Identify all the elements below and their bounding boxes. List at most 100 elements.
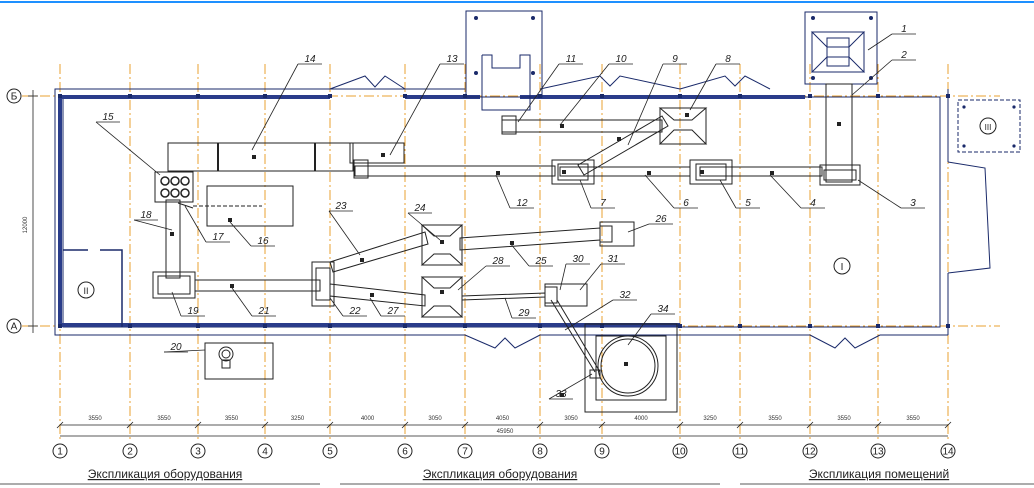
column-marker xyxy=(940,443,956,459)
leader-line xyxy=(504,297,513,319)
equipment-label: 3 xyxy=(910,198,916,209)
column-marker xyxy=(457,443,473,459)
column-number: 8 xyxy=(537,447,543,458)
leader-line xyxy=(517,63,560,123)
room-label-right: III xyxy=(985,123,992,132)
equipment-label: 22 xyxy=(348,306,361,317)
leader-line xyxy=(229,221,252,247)
column-number: 12 xyxy=(804,447,816,458)
room-label-main: I xyxy=(841,262,844,273)
equipment-label: 12 xyxy=(516,198,528,209)
dim-tick xyxy=(261,421,269,429)
column-post xyxy=(263,324,267,328)
equipment xyxy=(152,83,861,413)
column-number: 6 xyxy=(402,447,408,458)
equipment-label: 2 xyxy=(900,50,907,61)
dim-tick xyxy=(806,421,814,429)
dim-tick xyxy=(944,421,952,429)
leader-line xyxy=(251,63,299,151)
column-marker xyxy=(322,443,338,459)
column-post xyxy=(128,94,132,98)
right-annex xyxy=(947,99,1021,274)
span-label: 3550 xyxy=(225,416,239,422)
leader-line xyxy=(329,297,344,317)
column-post xyxy=(738,324,742,328)
dim-tick xyxy=(326,421,334,429)
span-label: 3550 xyxy=(88,416,102,422)
roof-zigzags xyxy=(329,75,881,349)
equipment-label: 18 xyxy=(140,210,152,221)
column-marker xyxy=(52,443,68,459)
equipment-label: 21 xyxy=(257,306,269,317)
column-post xyxy=(58,324,62,328)
leader-line xyxy=(407,212,441,241)
equipment-label: 7 xyxy=(600,198,606,209)
column-post xyxy=(463,94,467,98)
room-marker-main xyxy=(833,257,851,275)
leader-line xyxy=(495,174,511,209)
column-marker xyxy=(190,443,206,459)
protrusion-bolts xyxy=(474,16,1016,148)
column-marker xyxy=(257,443,273,459)
equipment-label: 31 xyxy=(607,254,618,265)
leader-line xyxy=(689,63,717,111)
equipment-label: 4 xyxy=(810,198,816,209)
column-post xyxy=(328,94,332,98)
footer-left: Экспликация оборудования xyxy=(88,467,243,481)
span-label: 3550 xyxy=(157,416,171,422)
leader-line xyxy=(559,263,567,291)
column-marker xyxy=(672,443,688,459)
column-number: 5 xyxy=(327,447,333,458)
column-post xyxy=(58,94,62,98)
column-number: 3 xyxy=(195,447,201,458)
leader-line xyxy=(457,265,487,291)
span-label: 3050 xyxy=(564,416,578,422)
column-post xyxy=(946,94,950,98)
column-post xyxy=(196,324,200,328)
span-label: 3550 xyxy=(906,416,920,422)
leader-line xyxy=(769,174,802,209)
leader-line xyxy=(171,291,182,317)
leader-line xyxy=(564,299,614,331)
equipment-label: 10 xyxy=(615,54,627,65)
column-number: 2 xyxy=(127,447,133,458)
equipment-label: 27 xyxy=(386,306,399,317)
footer-right: Экспликация помещений xyxy=(809,467,949,481)
column-post xyxy=(600,324,604,328)
height-dim-label: 12000 xyxy=(23,216,29,233)
column-marker xyxy=(532,443,548,459)
leader-line xyxy=(548,373,593,400)
column-post xyxy=(876,94,880,98)
left-partition xyxy=(63,249,123,327)
equipment-label: 20 xyxy=(169,342,182,353)
column-number: 7 xyxy=(462,447,468,458)
dimension-chain: 45950 xyxy=(60,424,948,437)
unit-15-rollers xyxy=(160,176,190,198)
column-marker xyxy=(594,443,610,459)
total-length: 45950 xyxy=(497,429,514,435)
footer: Экспликация оборудования Экспликация обо… xyxy=(0,467,1034,485)
column-marker xyxy=(732,443,748,459)
equipment-label: 30 xyxy=(572,254,584,265)
column-number: 9 xyxy=(599,447,605,458)
column-number: 1 xyxy=(57,447,63,458)
span-label: 4000 xyxy=(361,416,375,422)
equipment-label: 19 xyxy=(187,306,199,317)
equipment-label: 1 xyxy=(901,24,907,35)
leader-line xyxy=(184,205,207,243)
column-post xyxy=(538,324,542,328)
room-label-left: II xyxy=(83,286,88,296)
equipment-label: 23 xyxy=(334,201,347,212)
equipment-label: 28 xyxy=(491,256,504,267)
dim-tick xyxy=(126,421,134,429)
column-post xyxy=(403,94,407,98)
equipment-label: 17 xyxy=(212,232,224,243)
equipment-label: 8 xyxy=(725,54,731,65)
column-number: 13 xyxy=(872,447,884,458)
row-markers: Б А xyxy=(6,88,22,334)
room-marker-left xyxy=(77,281,95,299)
